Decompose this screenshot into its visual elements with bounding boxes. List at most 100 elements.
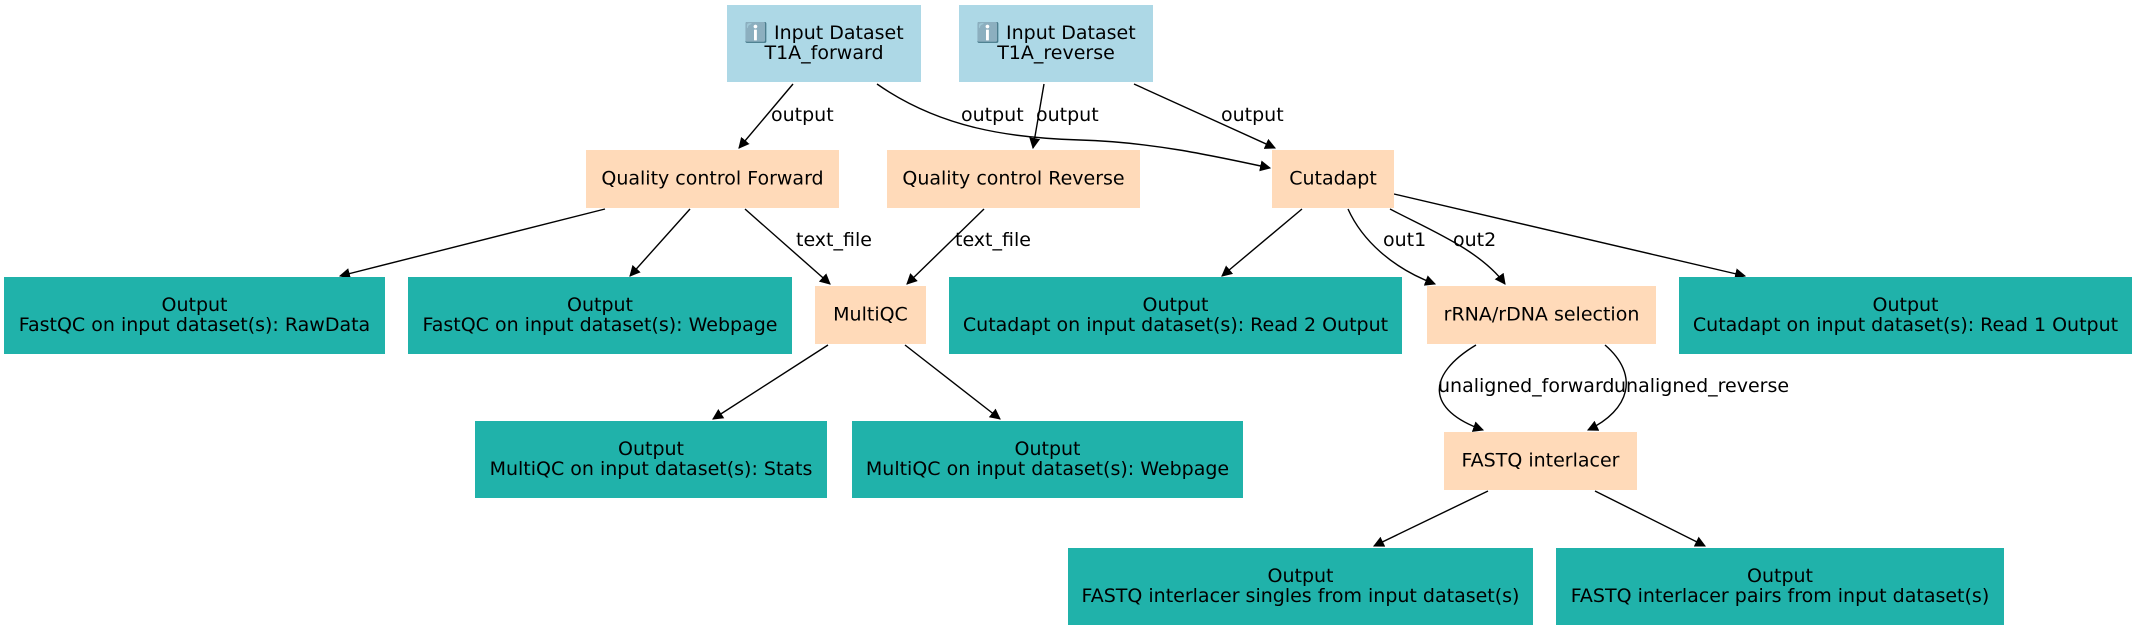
edge-label: output <box>771 104 834 126</box>
edge-arrow <box>338 208 606 279</box>
node-title: Output <box>1747 565 1813 587</box>
edge-qc-forward-to-out-fastqc-raw <box>338 208 606 279</box>
node-title-text: Input Dataset <box>1006 22 1136 44</box>
edge-input-forward-to-cutadapt: output <box>876 83 1272 172</box>
step-node-box <box>586 150 839 208</box>
edge-label: output <box>1221 104 1284 126</box>
edge-qc-forward-to-out-fastqc-web <box>629 208 691 277</box>
edge-arrow <box>1221 208 1303 277</box>
node-title: Quality control Reverse <box>902 168 1124 190</box>
node-title: Output <box>618 438 684 460</box>
edge-arrow <box>1594 490 1706 547</box>
edge-arrow <box>1373 490 1489 547</box>
edge-input-reverse-to-cutadapt: output <box>1133 83 1284 149</box>
node-subtitle: FASTQ interlacer pairs from input datase… <box>1571 585 1989 607</box>
edge-arrow <box>629 208 691 277</box>
edge-arrow <box>904 344 1001 420</box>
edge-cutadapt-to-out-cutadapt-r1 <box>1393 193 1747 280</box>
edge-arrow <box>876 83 1272 172</box>
node-title: Output <box>1015 438 1081 460</box>
node-title: Cutadapt <box>1289 168 1377 190</box>
edge-arrow <box>906 208 985 285</box>
edge-arrow <box>744 208 831 285</box>
node-title: Output <box>1873 294 1939 316</box>
edge-arrow <box>1389 208 1506 285</box>
edge-arrow <box>1587 344 1627 431</box>
input-node-box <box>727 5 921 82</box>
node-title: MultiQC <box>833 304 908 326</box>
edge-cutadapt-to-rrna: out1 <box>1347 208 1437 286</box>
node-qc-forward[interactable]: Quality control Forward <box>586 150 839 208</box>
node-subtitle: T1A_reverse <box>996 42 1115 64</box>
output-node-box <box>4 277 385 354</box>
info-icon: ℹ️ <box>976 21 1000 44</box>
edge-arrow <box>738 83 794 149</box>
node-subtitle: FastQC on input dataset(s): RawData <box>19 314 370 336</box>
edge-multiqc-to-out-multiqc-web <box>904 344 1001 420</box>
edge-fastq-interlacer-to-out-interlacer-singles <box>1373 490 1489 547</box>
node-title: Output <box>1268 565 1334 587</box>
input-node-box <box>959 5 1153 82</box>
edge-qc-forward-to-multiqc: text_file <box>744 208 872 285</box>
node-qc-reverse[interactable]: Quality control Reverse <box>887 150 1140 208</box>
output-node-box <box>1679 277 2132 354</box>
node-subtitle: FASTQ interlacer singles from input data… <box>1082 585 1520 607</box>
edge-input-reverse-to-qc-reverse: output <box>1029 83 1099 150</box>
edge-multiqc-to-out-multiqc-stats <box>712 344 829 420</box>
node-fastq-interlacer[interactable]: FASTQ interlacer <box>1444 432 1637 490</box>
node-title: Output <box>1143 294 1209 316</box>
node-title: Quality control Forward <box>601 168 823 190</box>
step-node-box <box>1272 150 1394 208</box>
node-subtitle: MultiQC on input dataset(s): Webpage <box>866 458 1229 480</box>
edge-label: out1 <box>1383 229 1426 251</box>
node-cutadapt[interactable]: Cutadapt <box>1272 150 1394 208</box>
node-subtitle: Cutadapt on input dataset(s): Read 2 Out… <box>963 314 1388 336</box>
edge-label: unaligned_forward <box>1438 375 1614 397</box>
edge-cutadapt-to-out-cutadapt-r2 <box>1221 208 1303 277</box>
node-title: FASTQ interlacer <box>1462 450 1620 472</box>
edge-label: text_file <box>955 229 1031 251</box>
node-subtitle: T1A_forward <box>763 42 883 64</box>
edge-arrow <box>1393 193 1747 280</box>
output-node-box <box>475 421 827 498</box>
step-node-box <box>887 150 1140 208</box>
edge-cutadapt-to-rrna: out2 <box>1389 208 1506 285</box>
output-node-box <box>1068 548 1533 625</box>
node-title: Output <box>162 294 228 316</box>
output-node-box <box>949 277 1402 354</box>
node-subtitle: FastQC on input dataset(s): Webpage <box>423 314 778 336</box>
step-node-box <box>815 286 926 344</box>
edge-label: out2 <box>1453 229 1496 251</box>
step-node-box <box>1444 432 1637 490</box>
edge-label: output <box>1036 104 1099 126</box>
node-multiqc[interactable]: MultiQC <box>815 286 926 344</box>
node-title: ℹ️ Input Dataset <box>976 21 1135 44</box>
edge-label: text_file <box>796 229 872 251</box>
node-rrna[interactable]: rRNA/rDNA selection <box>1427 286 1656 344</box>
node-subtitle: Cutadapt on input dataset(s): Read 1 Out… <box>1693 314 2118 336</box>
info-icon: ℹ️ <box>744 21 768 44</box>
step-node-box <box>1427 286 1656 344</box>
edge-arrow <box>712 344 829 420</box>
node-title: ℹ️Input Dataset <box>744 21 903 44</box>
node-subtitle: MultiQC on input dataset(s): Stats <box>490 458 813 480</box>
edge-arrow <box>1029 83 1045 150</box>
output-node-box <box>852 421 1243 498</box>
edge-rrna-to-fastq-interlacer: unaligned_forward <box>1438 344 1614 432</box>
output-node-box <box>1556 548 2004 625</box>
edge-arrow <box>1347 208 1437 286</box>
node-title: rRNA/rDNA selection <box>1444 304 1640 326</box>
edge-rrna-to-fastq-interlacer: unaligned_reverse <box>1587 344 1789 431</box>
edge-qc-reverse-to-multiqc: text_file <box>906 208 1031 285</box>
